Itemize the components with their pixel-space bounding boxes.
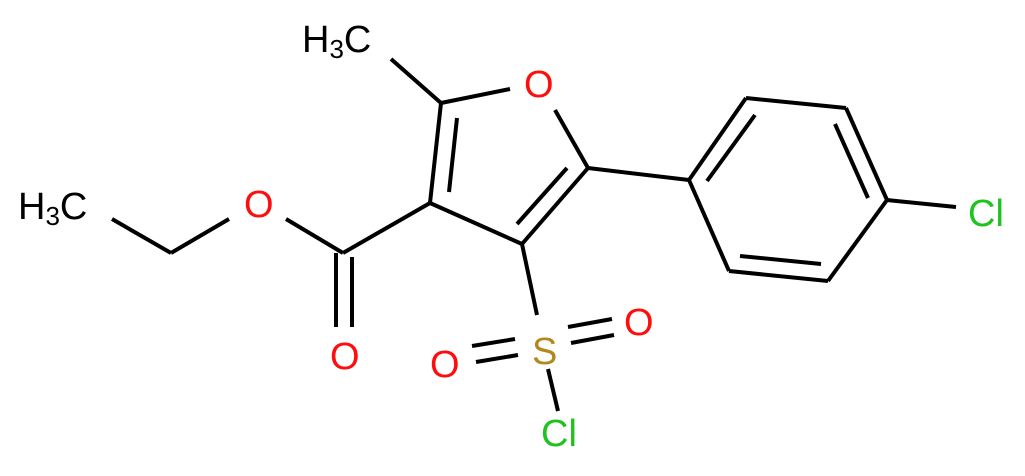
bond-c2-o1 <box>440 87 511 105</box>
ester-oxygen-label: O <box>244 184 274 226</box>
bond-ph4-ph5 <box>826 198 889 283</box>
bond-ph3-ph4 <box>844 107 889 201</box>
bond-ph1-ph2 <box>687 96 748 182</box>
bond-oester-ch2 <box>169 217 231 255</box>
bond-c3-c2-inner <box>447 117 459 193</box>
bond-cester-oester <box>284 217 345 255</box>
aryl-chlorine-label: Cl <box>968 193 1004 235</box>
bond-c5-ph1 <box>587 166 690 182</box>
bond-ph2-ph3 <box>745 96 847 110</box>
bond-s-o1-a <box>471 337 516 348</box>
bond-o1-c5 <box>553 109 590 169</box>
methyl-left-label: H3C <box>18 186 87 231</box>
sulfur-label: S <box>532 331 557 373</box>
bond-c3-cester <box>342 201 431 255</box>
bond-ph4-cl <box>886 198 957 209</box>
sulfonyl-oxygen-right-label: O <box>624 302 654 344</box>
bond-ph3-ph4-inner <box>833 123 870 199</box>
bond-c4-c3 <box>429 201 523 246</box>
bond-ph5-ph6 <box>728 269 829 283</box>
bonds <box>111 57 957 412</box>
bond-c5-c4-inner <box>515 166 569 226</box>
bond-s-o1-b <box>475 353 519 364</box>
bond-c3-c2 <box>428 102 443 204</box>
bond-ph1-ph2-inner <box>705 113 757 183</box>
bond-c5-c4 <box>520 166 590 246</box>
sulfonyl-oxygen-left-label: O <box>430 344 460 386</box>
furan-oxygen-label: O <box>524 64 554 106</box>
bond-s-o2-a <box>567 317 613 329</box>
carbonyl-oxygen-label: O <box>330 336 360 378</box>
bond-methyl-c2 <box>389 57 443 105</box>
bond-s-cl <box>546 368 560 412</box>
bond-ph6-ph1 <box>687 179 731 272</box>
methyl-top-label: H3C <box>302 19 371 64</box>
bond-ch2-methyl <box>111 217 172 255</box>
bond-s-o2-b <box>570 333 615 345</box>
bond-c4-s <box>520 243 539 316</box>
atom-labels: H3C H3C O O O S O O Cl Cl <box>18 19 1004 455</box>
bond-ph5-ph6-inner <box>739 254 822 266</box>
sulfonyl-chlorine-label: Cl <box>541 413 577 455</box>
